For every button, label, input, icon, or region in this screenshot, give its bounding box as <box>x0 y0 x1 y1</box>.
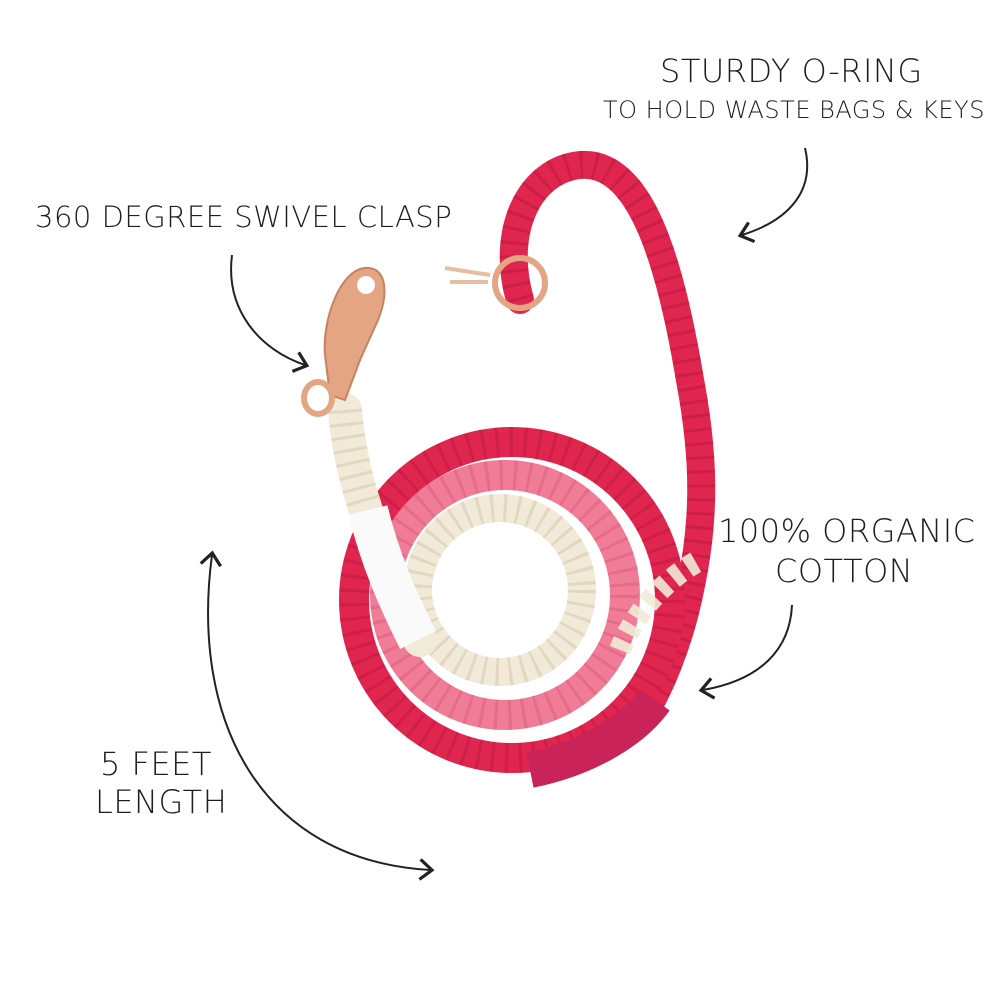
length-label-line2: LENGTH <box>95 783 228 821</box>
oring-title-label: STURDY O-RING <box>660 52 923 90</box>
arrow-length <box>199 550 435 881</box>
magenta-wrap <box>526 688 670 788</box>
cotton-label-line2: COTTON <box>775 552 914 590</box>
arrow-cotton <box>698 604 793 700</box>
rope-inner-coil <box>404 494 596 686</box>
o-ring <box>492 255 548 311</box>
cotton-label-line1: 100% ORGANIC <box>718 512 976 550</box>
length-label-line1: 5 FEET <box>100 745 212 783</box>
swivel-clasp <box>301 266 386 417</box>
clasp-label: 360 DEGREE SWIVEL CLASP <box>35 200 453 234</box>
arrow-oring <box>737 147 809 244</box>
arrow-clasp <box>230 254 310 373</box>
oring-subtitle-label: TO HOLD WASTE BAGS & KEYS <box>603 96 985 124</box>
